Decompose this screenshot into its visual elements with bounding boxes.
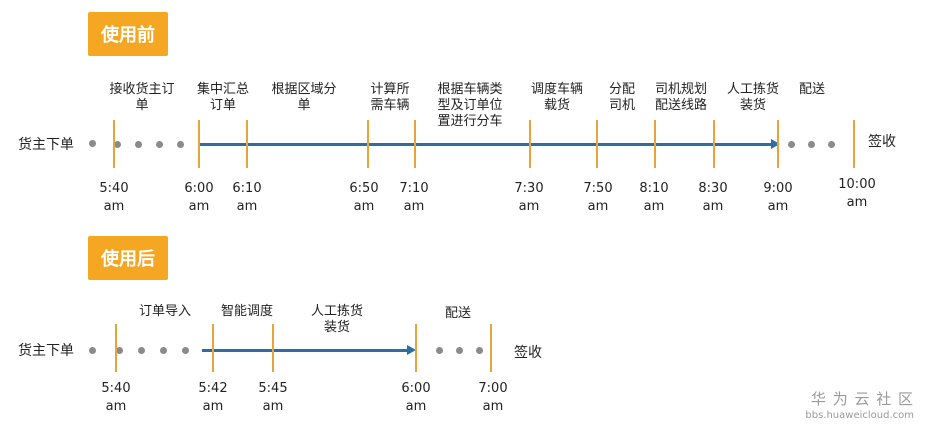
before-tick [198, 120, 200, 168]
after-dot [476, 347, 483, 354]
before-badge: 使用前 [88, 12, 168, 56]
before-start-label: 货主下单 [18, 137, 74, 153]
before-tick [853, 120, 855, 168]
after-tick [272, 324, 274, 372]
before-stage-label: 司机规划 配送线路 [654, 82, 707, 113]
before-tick [713, 120, 715, 168]
before-time: 9:00 am [763, 181, 793, 214]
before-time: 7:50 am [583, 181, 613, 214]
before-dot [788, 141, 795, 148]
before-stage-label: 根据区域分 单 [271, 82, 337, 113]
before-stage-label: 调度车辆 载货 [530, 82, 583, 113]
after-stage-label: 智能调度 [220, 304, 273, 319]
before-stage-label: 根据车辆类 型及订单位 置进行分车 [437, 82, 503, 129]
after-end-label: 签收 [514, 345, 542, 361]
before-dot [156, 141, 163, 148]
after-dot [160, 347, 167, 354]
before-stage-label: 分配 司机 [608, 82, 635, 113]
before-dot [828, 141, 835, 148]
before-time: 6:10 am [232, 181, 262, 214]
before-time: 8:10 am [639, 181, 669, 214]
before-time: 10:00 am [838, 177, 876, 210]
after-tick [415, 324, 417, 372]
before-tick [596, 120, 598, 168]
after-start-label: 货主下单 [18, 343, 74, 359]
watermark-title: 华 为 云 社 区 [810, 390, 914, 408]
after-timeline-arrow [202, 349, 408, 352]
before-arrow-head [771, 139, 780, 149]
after-tick [115, 324, 117, 372]
before-time: 6:50 am [349, 181, 379, 214]
before-tick [414, 120, 416, 168]
after-time: 5:40 am [101, 381, 131, 414]
before-dot [114, 141, 121, 148]
after-dot [116, 347, 123, 354]
before-stage-label: 接收货主订 单 [109, 82, 175, 113]
after-arrow-head [407, 345, 416, 355]
before-stage-label: 计算所 需车辆 [370, 82, 410, 113]
after-dot [182, 347, 189, 354]
after-time: 5:42 am [198, 381, 228, 414]
after-stage-label: 配送 [444, 306, 471, 321]
before-tick [367, 120, 369, 168]
before-time: 6:00 am [184, 181, 214, 214]
before-tick [654, 120, 656, 168]
before-tick [529, 120, 531, 168]
before-stage-label: 集中汇总 订单 [196, 82, 249, 113]
before-time: 8:30 am [698, 181, 728, 214]
before-tick [777, 120, 779, 168]
before-time: 7:30 am [514, 181, 544, 214]
before-dot [89, 140, 96, 147]
after-tick [490, 324, 492, 372]
before-stage-label: 配送 [798, 82, 825, 97]
after-time: 6:00 am [401, 381, 431, 414]
after-dot [89, 347, 96, 354]
after-stage-label: 人工拣货 装货 [310, 304, 363, 335]
before-dot [808, 141, 815, 148]
before-tick [113, 120, 115, 168]
before-timeline-arrow [200, 143, 772, 146]
before-tick [246, 120, 248, 168]
after-dot [436, 347, 443, 354]
before-stage-label: 人工拣货 装货 [726, 82, 779, 113]
after-time: 7:00 am [478, 381, 508, 414]
after-tick [212, 324, 214, 372]
after-dot [138, 347, 145, 354]
after-badge: 使用后 [88, 236, 168, 280]
before-dot [135, 141, 142, 148]
after-time: 5:45 am [258, 381, 288, 414]
after-dot [456, 347, 463, 354]
before-time: 7:10 am [399, 181, 429, 214]
before-time: 5:40 am [99, 181, 129, 214]
watermark-url: bbs.huaweicloud.com [805, 410, 914, 421]
before-dot [177, 141, 184, 148]
before-end-label: 签收 [868, 134, 896, 150]
after-stage-label: 订单导入 [138, 304, 191, 319]
